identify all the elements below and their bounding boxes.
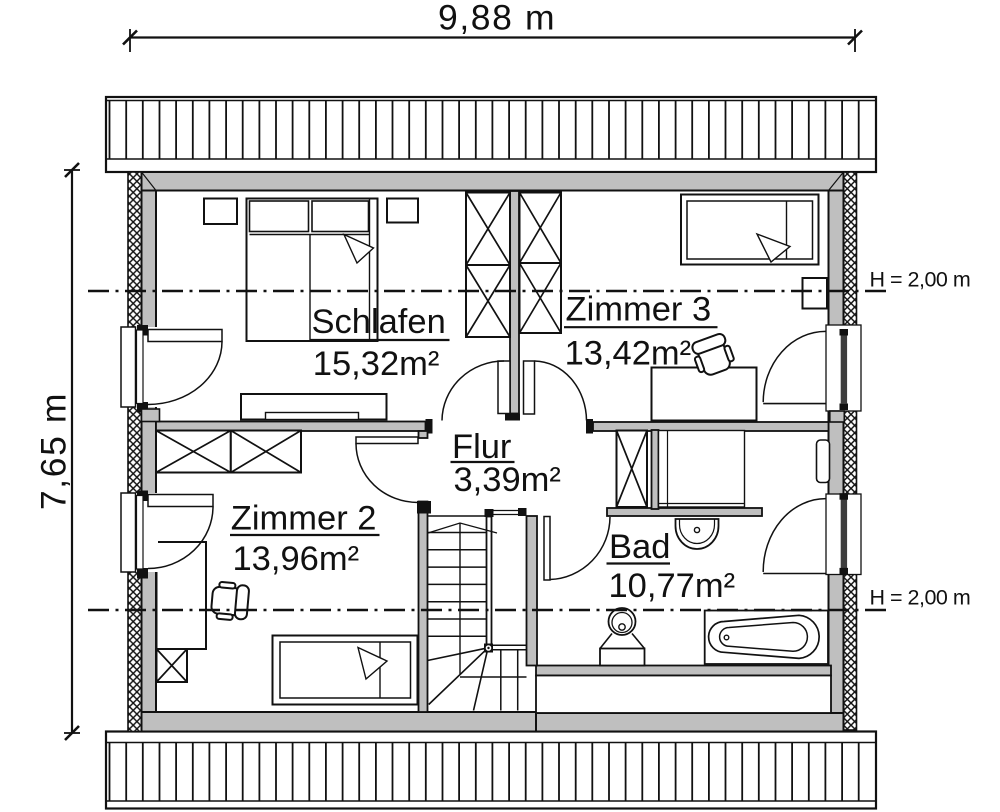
svg-text:Zimmer 2: Zimmer 2 [231,500,377,538]
svg-text:10,77m²: 10,77m² [609,567,736,605]
svg-text:Zimmer 3: Zimmer 3 [566,291,712,329]
svg-text:13,42m²: 13,42m² [565,334,692,372]
svg-text:9,88 m: 9,88 m [438,0,556,37]
svg-text:Bad: Bad [609,528,670,566]
svg-text:3,39m²: 3,39m² [454,461,561,499]
svg-text:Schlafen: Schlafen [312,303,446,341]
svg-text:Flur: Flur [452,428,511,466]
svg-text:13,96m²: 13,96m² [233,540,360,578]
svg-text:15,32m²: 15,32m² [313,345,440,383]
svg-text:7,65 m: 7,65 m [34,392,74,510]
svg-text:H = 2,00 m: H = 2,00 m [870,586,971,610]
svg-text:H = 2,00 m: H = 2,00 m [870,268,971,292]
